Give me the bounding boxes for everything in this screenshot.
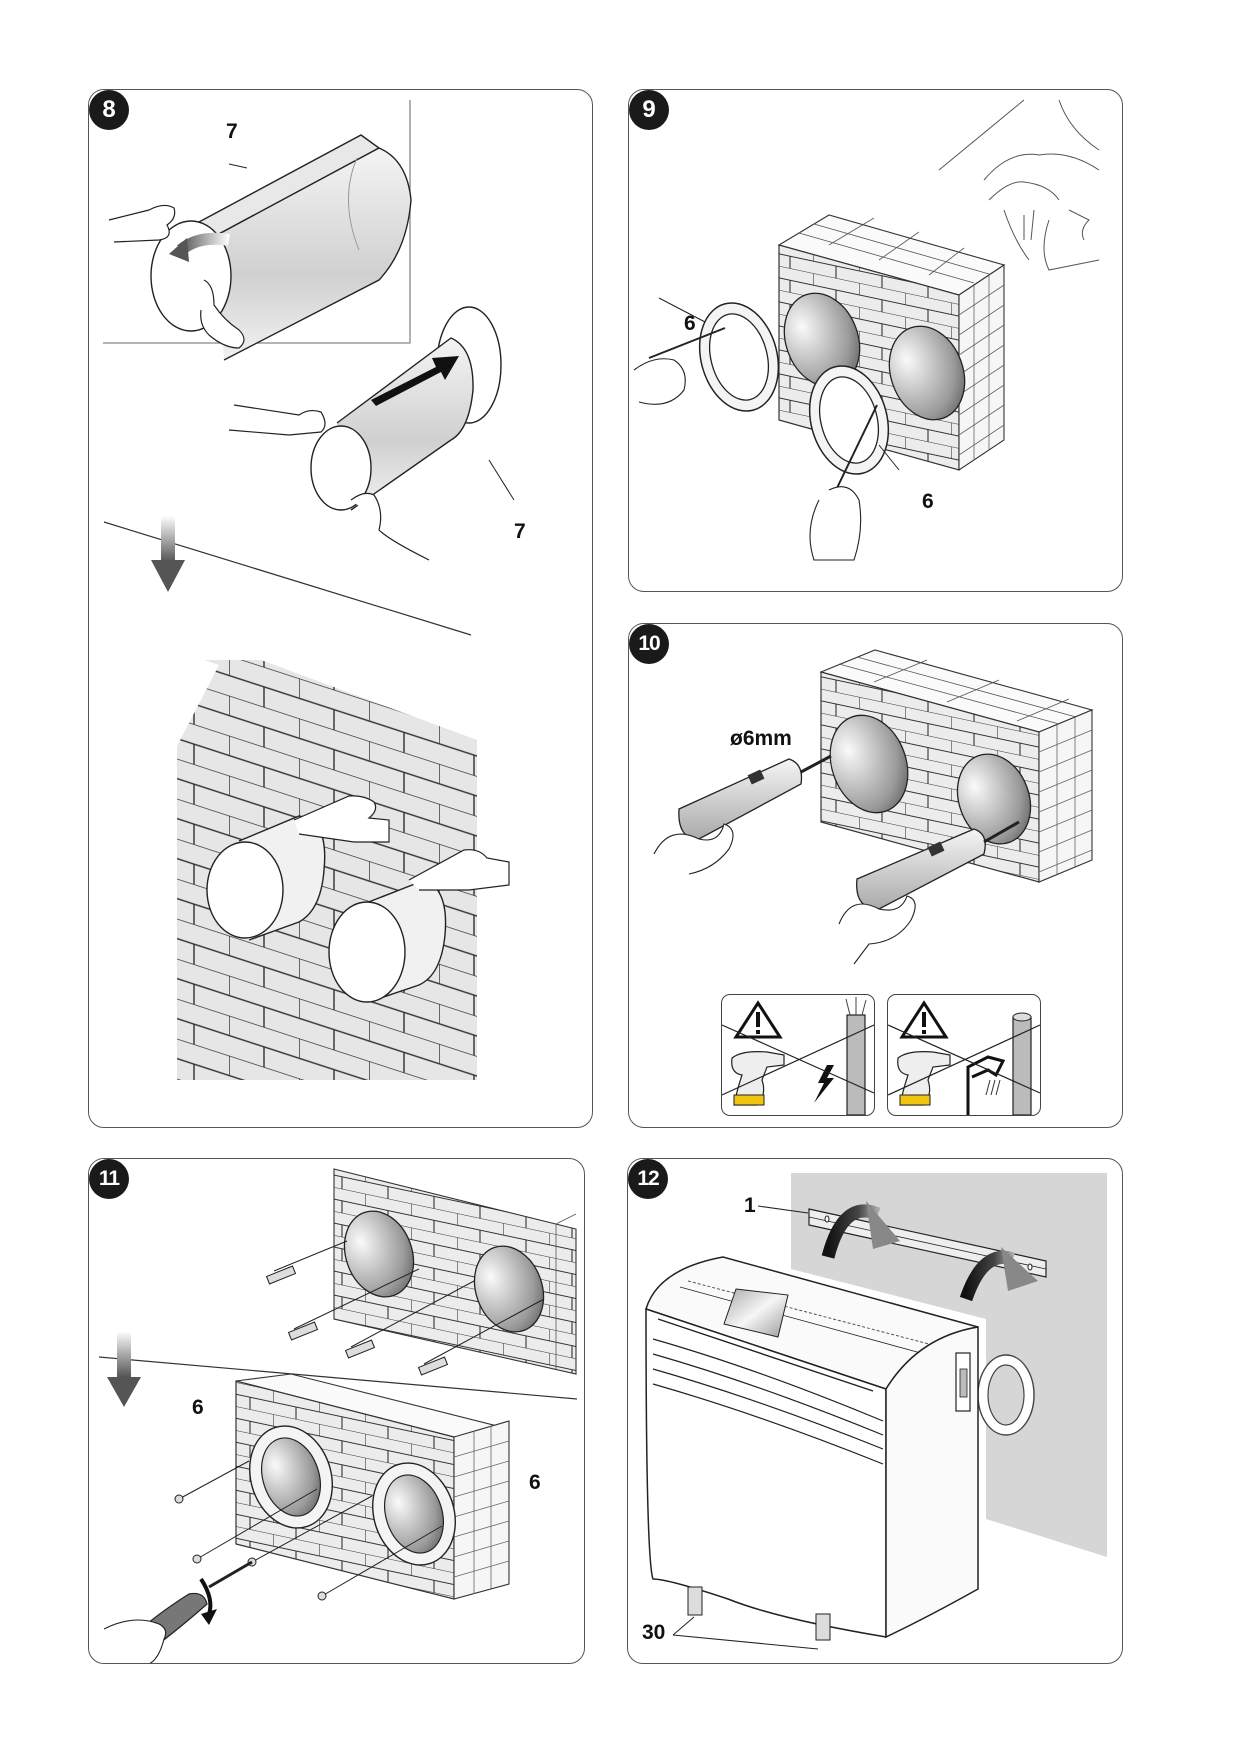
tree-sketch <box>938 99 1100 271</box>
callout-label: 1 <box>744 1194 756 1217</box>
air-conditioner-unit <box>645 1256 979 1641</box>
foot <box>687 1586 703 1616</box>
step-12-panel: 12 1 30 <box>627 1158 1123 1664</box>
step-badge: 8 <box>89 90 129 130</box>
tube-inserted <box>228 306 515 561</box>
foot <box>815 1613 831 1641</box>
tube-rolled <box>108 134 412 361</box>
callout-label: 7 <box>514 520 526 543</box>
drill-icon <box>653 754 832 875</box>
hook-arrow-icon <box>821 1201 1038 1302</box>
down-arrow-icon <box>151 516 185 592</box>
callout-label: 6 <box>192 1396 204 1419</box>
warning-water-pipes <box>887 994 1041 1116</box>
step-9-panel: 9 6 6 <box>628 89 1123 592</box>
screws <box>174 1460 443 1601</box>
callout-label: 6 <box>922 490 934 513</box>
no-drill-water-icon <box>888 1000 1040 1115</box>
step-badge: 11 <box>89 1159 129 1199</box>
brick-wall <box>819 649 1094 883</box>
step-11-panel: 11 6 6 <box>88 1158 585 1664</box>
drill-diameter-label: ø6mm <box>730 727 792 750</box>
step-12-illustration <box>645 1173 1107 1650</box>
brick-wall-upper <box>333 1168 577 1375</box>
wall-pipes <box>206 795 510 1003</box>
step-9-illustration <box>633 99 1100 561</box>
step-badge: 9 <box>629 90 669 130</box>
step-badge: 12 <box>628 1159 668 1199</box>
callout-label: 30 <box>642 1621 666 1644</box>
no-drill-electric-icon <box>722 997 874 1115</box>
callout-label: 6 <box>529 1471 541 1494</box>
step-11-illustration <box>98 1168 578 1663</box>
section-divider <box>103 521 472 636</box>
wall-plugs <box>265 1240 545 1376</box>
screwdriver-icon <box>99 1560 253 1663</box>
callout-label: 7 <box>226 120 238 143</box>
brick-wall-lower <box>235 1373 510 1600</box>
callout-label: 6 <box>684 312 696 335</box>
step-10-panel: 10 ø6mm <box>628 623 1123 1128</box>
drill-icon <box>838 820 1020 965</box>
step-badge: 10 <box>629 624 669 664</box>
section-divider <box>98 1356 578 1400</box>
step-10-illustration <box>653 649 1094 965</box>
down-arrow-icon <box>107 1331 141 1407</box>
warning-electric-cables <box>721 994 875 1116</box>
step-8-panel: 8 7 7 <box>88 89 593 1128</box>
step-8-illustration <box>103 100 515 1080</box>
flanges <box>633 297 900 561</box>
